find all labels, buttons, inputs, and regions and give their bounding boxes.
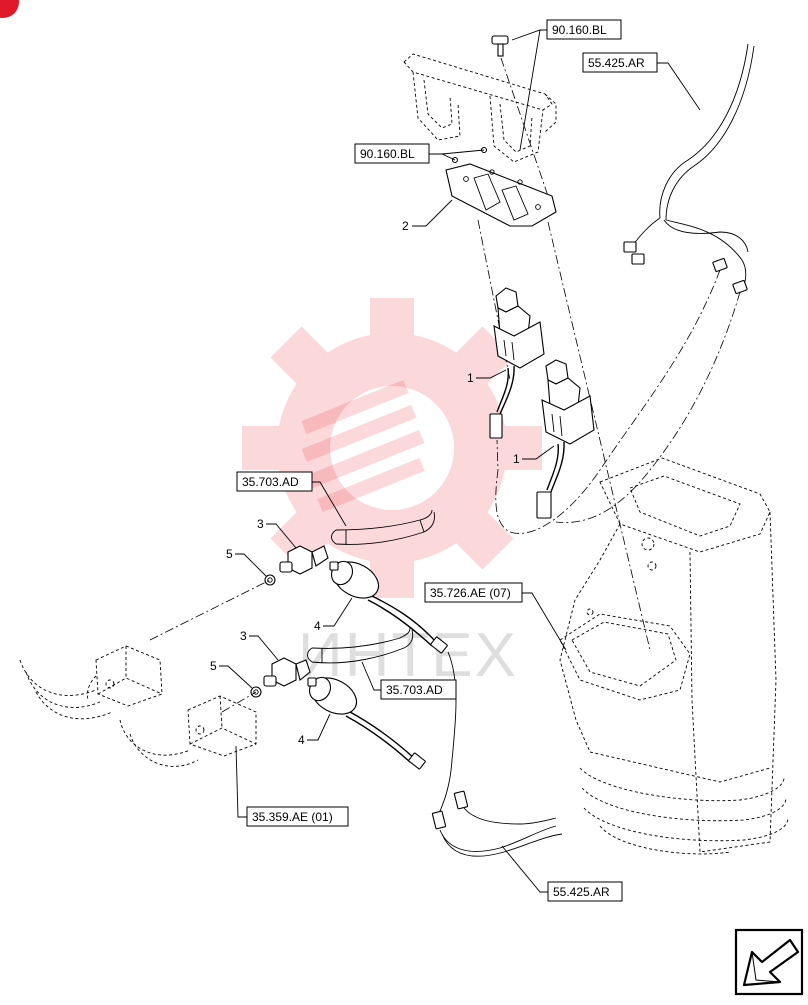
sensor-lower-wire-2 <box>345 715 411 763</box>
hose-upper <box>331 509 435 545</box>
svg-text:35.359.AE (01): 35.359.AE (01) <box>252 810 333 824</box>
switch-lower-connector <box>536 491 552 519</box>
svg-text:90.160.BL: 90.160.BL <box>552 23 607 37</box>
svg-text:35.703.AD: 35.703.AD <box>242 475 299 489</box>
ref-upper-bracket[interactable]: 90.160.BL <box>546 19 622 40</box>
plate-screws <box>451 146 488 164</box>
switch-upper-wire-2 <box>499 365 515 415</box>
switch-lower <box>541 359 595 445</box>
item-label-washer-lower: 5 <box>210 659 217 673</box>
bolt-centerline <box>500 57 549 197</box>
ref-plate[interactable]: 90.160.BL <box>354 143 430 164</box>
harness-routing-line-1 <box>495 269 721 534</box>
svg-text:90.160.BL: 90.160.BL <box>360 147 415 161</box>
switch-lower-wire-2 <box>550 441 565 493</box>
valve-block <box>19 645 257 767</box>
sensor-upper <box>329 560 380 599</box>
svg-text:35.726.AE (07): 35.726.AE (07) <box>430 586 511 600</box>
ref-harness-bottom[interactable]: 55.425.AR <box>547 881 623 902</box>
sensor-upper-cable <box>437 651 457 817</box>
svg-text:55.425.AR: 55.425.AR <box>588 56 645 70</box>
upper-bracket <box>403 53 557 163</box>
sensor-lower <box>307 676 358 715</box>
item-label-fitting-upper: 3 <box>257 517 264 531</box>
upper-fitting-axis <box>149 579 271 641</box>
bottom-harness <box>431 790 563 857</box>
ref-hose-lower[interactable]: 35.703.AD <box>380 679 457 700</box>
item-label-plate: 2 <box>402 219 409 233</box>
plate-centerline-2 <box>547 221 651 651</box>
fitting-upper <box>279 545 329 575</box>
top-harness <box>623 43 755 295</box>
switch-upper-connector <box>489 413 503 439</box>
switch-upper <box>493 287 545 369</box>
ref-console[interactable]: 35.726.AE (07) <box>424 582 523 603</box>
watermark-logo: ИНТЕХ <box>242 298 542 690</box>
ref-hose-upper[interactable]: 35.703.AD <box>236 471 313 492</box>
lower-fitting-axis <box>221 691 257 713</box>
washer-upper <box>264 574 276 586</box>
sensor-upper-connector <box>430 636 448 654</box>
sensor-upper-wire-2 <box>367 599 433 647</box>
sensor-lower-wire <box>349 711 415 759</box>
sensor-upper-wire <box>371 595 437 643</box>
item-label-sensor-upper: 4 <box>314 619 321 633</box>
item-label-washer-upper: 5 <box>226 547 233 561</box>
item-label-switch-upper: 1 <box>467 371 474 385</box>
fitting-lower <box>263 657 311 687</box>
sensor-lower-connector <box>408 752 426 770</box>
bracket-bolt <box>491 35 509 57</box>
switch-lower-wire <box>546 443 560 491</box>
item-label-switch-lower: 1 <box>513 452 520 466</box>
svg-text:55.425.AR: 55.425.AR <box>553 885 610 899</box>
svg-text:35.703.AD: 35.703.AD <box>386 683 443 697</box>
arrow-left-down-icon[interactable] <box>734 928 804 996</box>
hose-lower <box>307 627 414 664</box>
switch-plate <box>445 163 557 227</box>
console-housing <box>559 457 789 855</box>
item-label-sensor-lower: 4 <box>298 733 305 747</box>
ref-valve-block[interactable]: 35.359.AE (01) <box>246 806 349 827</box>
ref-harness-top[interactable]: 55.425.AR <box>582 52 658 73</box>
corner-badge <box>0 0 19 18</box>
switch-upper-wire <box>496 367 510 413</box>
plate-centerline-1 <box>477 219 511 381</box>
item-label-fitting-lower: 3 <box>240 629 247 643</box>
